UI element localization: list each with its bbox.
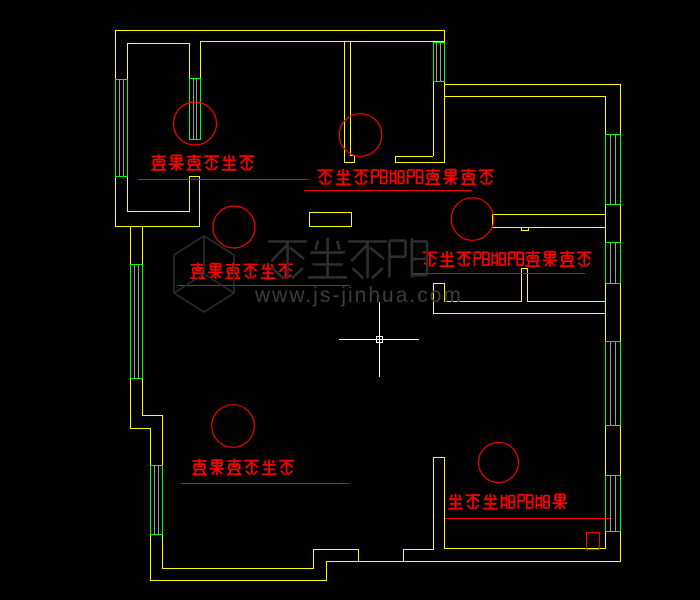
svg-text:www.js-jinhua.com: www.js-jinhua.com xyxy=(254,284,463,307)
